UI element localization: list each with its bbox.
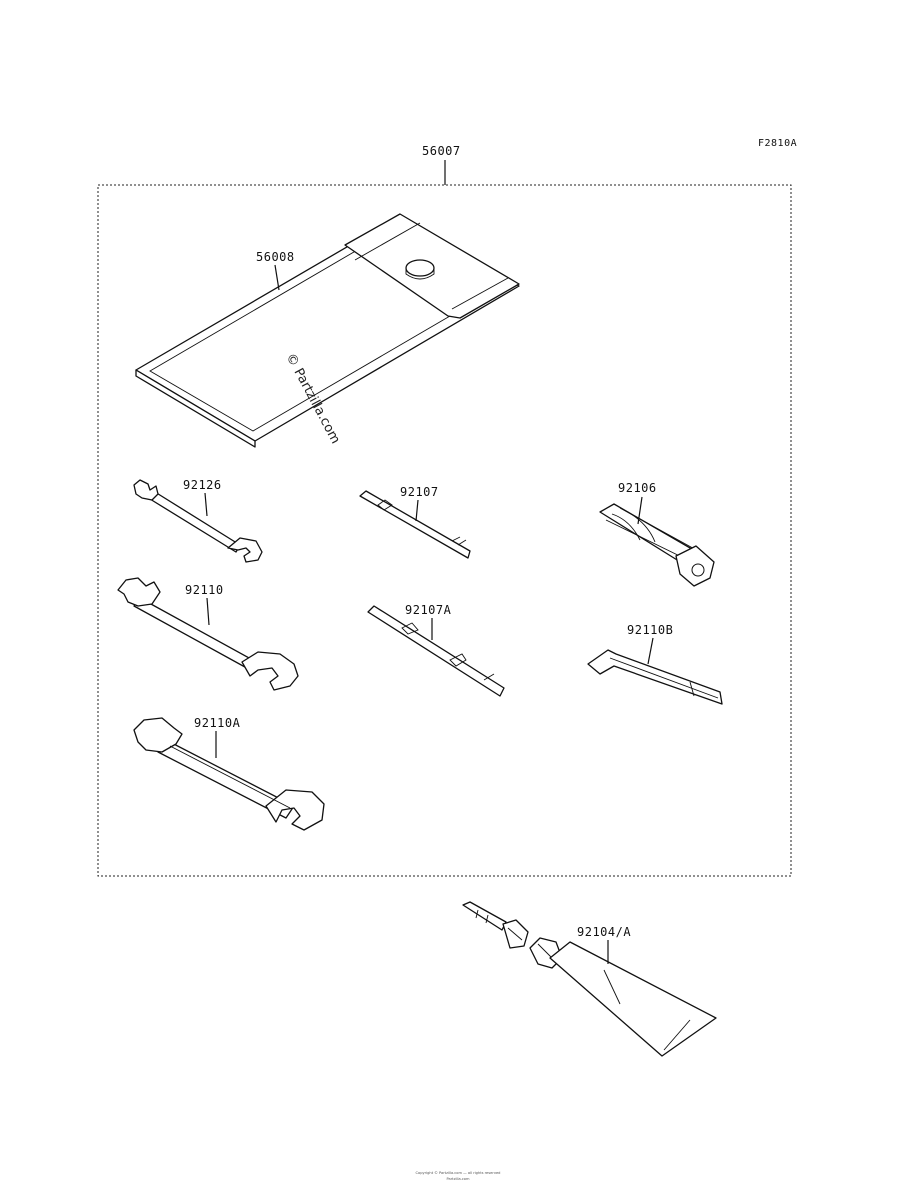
medium-wrench-part-number: 92110 bbox=[185, 583, 224, 597]
large-wrench bbox=[133, 717, 325, 831]
medium-wrench-leader bbox=[206, 597, 210, 626]
screwdriver-a bbox=[367, 605, 505, 697]
hex-key-leader bbox=[647, 637, 654, 665]
footer-line-1: Copyright © Partzilla.com — all rights r… bbox=[416, 1171, 501, 1175]
small-wrench-leader bbox=[204, 492, 208, 517]
screwdriver-leader bbox=[415, 499, 419, 522]
hex-key-part-number: 92110B bbox=[627, 623, 673, 637]
screwdriver bbox=[359, 490, 471, 559]
grease-tube bbox=[462, 901, 717, 1057]
medium-wrench bbox=[117, 577, 299, 691]
large-wrench-part-number: 92110A bbox=[194, 716, 241, 730]
case-leader-line bbox=[274, 264, 280, 291]
socket-leader bbox=[637, 496, 643, 525]
hex-key bbox=[587, 649, 723, 705]
small-wrench-part-number: 92126 bbox=[183, 478, 222, 492]
socket bbox=[599, 503, 715, 587]
case-part-number: 56008 bbox=[256, 250, 295, 264]
figure-code: F2810A bbox=[758, 138, 797, 149]
grease-tube-part-number: 92104/A bbox=[577, 925, 631, 939]
screwdriver-a-part-number: 92107A bbox=[405, 603, 452, 617]
tool-case bbox=[135, 213, 520, 448]
socket-part-number: 92106 bbox=[618, 481, 657, 495]
kit-part-number: 56007 bbox=[422, 144, 461, 158]
screwdriver-part-number: 92107 bbox=[400, 485, 439, 499]
small-wrench bbox=[133, 479, 263, 563]
footer-line-2: Partzilla.com bbox=[447, 1177, 470, 1181]
